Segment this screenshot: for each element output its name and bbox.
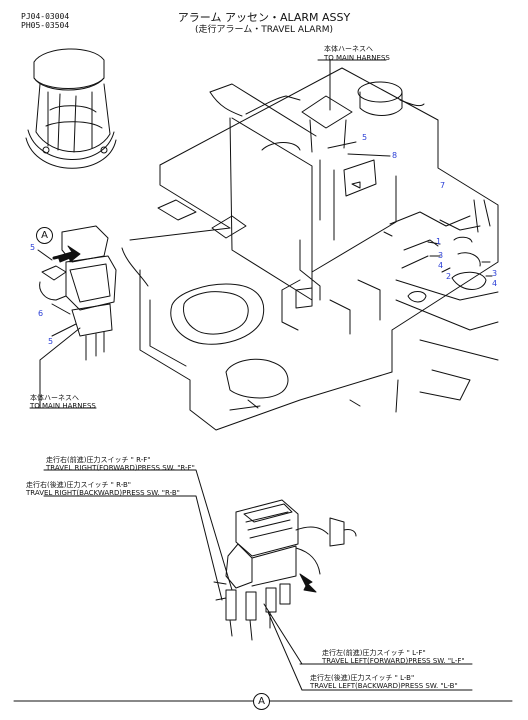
callout-l-b-jp: 走行左(後進)圧力スイッチ " L-B" bbox=[310, 674, 415, 682]
callout-main-harness-top-jp: 本体ハーネスへ bbox=[324, 45, 373, 53]
leader-lines bbox=[29, 59, 493, 691]
view-a-detail bbox=[213, 499, 357, 641]
callout-l-f-en: TRAVEL LEFT(FORWARD)PRESS SW. "L-F" bbox=[322, 657, 465, 665]
machine-frame bbox=[121, 67, 499, 431]
part-number: 8 bbox=[392, 151, 398, 160]
part-number: 3 bbox=[438, 251, 444, 260]
view-marker-left: A bbox=[36, 227, 53, 244]
callout-main-harness-left-en: TO MAIN HARNESS bbox=[30, 402, 96, 410]
callout-l-b-en: TRAVEL LEFT(BACKWARD)PRESS SW. "L-B" bbox=[310, 682, 458, 690]
page-title: アラーム アッセン・ALARM ASSY bbox=[177, 11, 351, 24]
part-number: 5 bbox=[362, 133, 368, 142]
part-number: 4 bbox=[492, 279, 498, 288]
part-number: 5 bbox=[48, 337, 54, 346]
callout-r-f-en: TRAVEL RIGHT(FORWARD)PRESS SW. "R-F" bbox=[46, 464, 195, 472]
view-arrow-bottom bbox=[299, 573, 317, 593]
part-number: 3 bbox=[492, 269, 498, 278]
part-number: 1 bbox=[436, 237, 442, 246]
drawing-code-2: PH05-03504 bbox=[21, 21, 70, 30]
page-subtitle: (走行アラーム・TRAVEL ALARM) bbox=[195, 25, 333, 35]
part-number: 6 bbox=[38, 309, 44, 318]
callout-main-harness-left-jp: 本体ハーネスへ bbox=[30, 394, 79, 402]
part-number: 4 bbox=[438, 261, 444, 270]
part-number: 7 bbox=[440, 181, 446, 190]
callout-l-f-jp: 走行左(前進)圧力スイッチ " L-F" bbox=[322, 649, 426, 657]
callout-main-harness-top-en: TO MAIN HARNESS bbox=[324, 54, 390, 62]
view-marker-bottom: A bbox=[253, 693, 270, 710]
callout-r-b-jp: 走行右(後進)圧力スイッチ " R-B" bbox=[26, 481, 132, 489]
part-number: 5 bbox=[30, 243, 36, 252]
view-arrow-left bbox=[57, 245, 81, 263]
part-number: 2 bbox=[446, 272, 452, 281]
callout-r-f-jp: 走行右(前進)圧力スイッチ " R-F" bbox=[46, 456, 151, 464]
callout-r-b-en: TRAVEL RIGHT(BACKWARD)PRESS SW. "R-B" bbox=[26, 489, 180, 497]
alarm-unit-inset bbox=[25, 48, 117, 169]
drawing-code-1: PJ04-03004 bbox=[21, 12, 70, 21]
